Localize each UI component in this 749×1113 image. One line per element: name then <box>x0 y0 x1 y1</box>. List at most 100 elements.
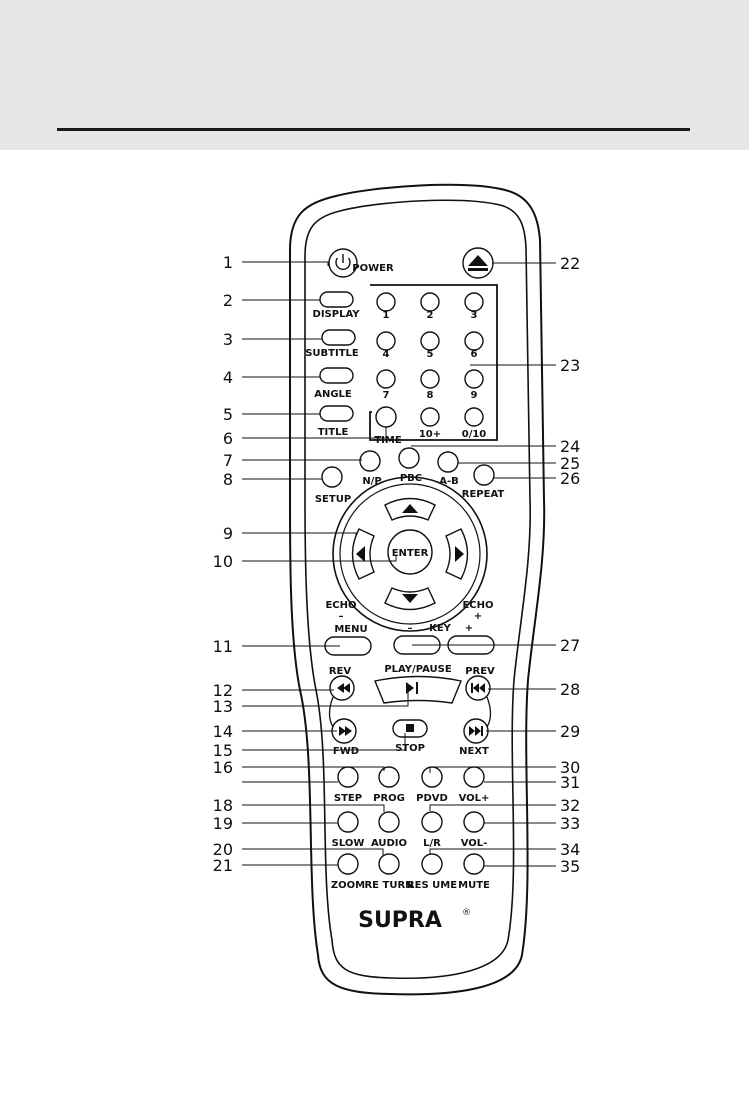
callout-34: 34 <box>560 840 580 859</box>
angle-button[interactable] <box>319 367 354 384</box>
next-icon-2 <box>475 726 481 736</box>
slow-label: SLOW <box>332 838 365 849</box>
stop-label: STOP <box>395 743 425 754</box>
callout-3: 3 <box>223 330 233 349</box>
numpad-button-11[interactable] <box>464 407 484 427</box>
return-label: RE TURN <box>364 880 413 891</box>
pbc-label: PBC <box>400 473 422 484</box>
rev-label: REV <box>329 666 352 677</box>
callout-line-34 <box>429 848 556 855</box>
ab-button[interactable] <box>437 451 459 473</box>
audio-label: AUDIO <box>371 838 407 849</box>
power-label: POWER <box>352 263 394 274</box>
callout-26: 26 <box>560 469 580 488</box>
rewind-icon-2 <box>343 683 350 693</box>
prog-button[interactable] <box>378 766 400 788</box>
numpad-button-2[interactable] <box>420 292 440 312</box>
callout-30: 30 <box>560 758 580 777</box>
numpad-label: 5 <box>427 349 434 360</box>
arrow-up-icon <box>402 504 418 513</box>
next-icon <box>469 726 475 736</box>
slow-button[interactable] <box>337 811 359 833</box>
numpad-label: 4 <box>383 349 390 360</box>
lr-label: L/R <box>423 838 441 849</box>
display-button[interactable] <box>319 291 354 308</box>
vol-plus-button[interactable] <box>463 766 485 788</box>
numpad-button-3[interactable] <box>464 292 484 312</box>
prev-icon <box>473 683 479 693</box>
step-button[interactable] <box>337 766 359 788</box>
callout-28: 28 <box>560 680 580 699</box>
enter-button[interactable] <box>387 529 433 575</box>
numpad-frame <box>369 284 498 441</box>
subtitle-button[interactable] <box>321 329 356 346</box>
next-label: NEXT <box>459 746 489 757</box>
np-button[interactable] <box>359 450 381 472</box>
callout-14: 14 <box>213 722 233 741</box>
resume-button[interactable] <box>421 853 443 875</box>
numpad-button-9[interactable] <box>464 369 484 389</box>
numpad-button-1[interactable] <box>376 292 396 312</box>
callout-8: 8 <box>223 470 233 489</box>
next-icon-bar <box>481 726 483 736</box>
repeat-label: REPEAT <box>462 489 505 500</box>
title-button[interactable] <box>319 405 354 422</box>
callout-line-16 <box>242 766 385 771</box>
prog-label: PROG <box>373 793 405 804</box>
setup-button[interactable] <box>321 466 343 488</box>
zoom-label: ZOOM <box>331 880 365 891</box>
zoom-button[interactable] <box>337 853 359 875</box>
callout-16: 16 <box>213 758 233 777</box>
fwd-label: FWD <box>333 746 359 757</box>
callout-line-13 <box>242 692 409 707</box>
callout-line-10 <box>242 556 397 562</box>
numpad-button-10[interactable] <box>420 407 440 427</box>
numpad-label: 0/10 <box>462 429 487 440</box>
callout-line-18 <box>242 804 385 812</box>
brand-logo: SUPRA <box>358 908 442 933</box>
numpad-label: 10+ <box>419 429 441 440</box>
numpad-button-7[interactable] <box>376 369 396 389</box>
callout-32: 32 <box>560 796 580 815</box>
display-label: DISPLAY <box>313 309 361 320</box>
callout-15: 15 <box>213 741 233 760</box>
menu-label: MENU <box>334 624 367 635</box>
audio-button[interactable] <box>378 811 400 833</box>
numpad-button-8[interactable] <box>420 369 440 389</box>
numpad-button-6[interactable] <box>464 331 484 351</box>
callout-27: 27 <box>560 636 580 655</box>
rewind-icon <box>337 683 344 693</box>
angle-label: ANGLE <box>314 389 352 400</box>
callout-6: 6 <box>223 429 233 448</box>
return-button[interactable] <box>378 853 400 875</box>
pdvd-button[interactable] <box>421 766 443 788</box>
key-plus-label: + <box>465 623 473 634</box>
numpad-button-5[interactable] <box>420 331 440 351</box>
pbc-button[interactable] <box>398 447 420 469</box>
callout-33: 33 <box>560 814 580 833</box>
lr-button[interactable] <box>421 811 443 833</box>
dpad-inner-ring <box>339 483 481 625</box>
callout-13: 13 <box>213 697 233 716</box>
arrow-left-icon <box>356 546 365 562</box>
step-label: STEP <box>334 793 362 804</box>
repeat-button[interactable] <box>473 464 495 486</box>
forward-icon <box>339 726 346 736</box>
callout-9: 9 <box>223 524 233 543</box>
ab-label: A-B <box>439 476 459 487</box>
vol-minus-button[interactable] <box>463 811 485 833</box>
play-pause-label: PLAY/PAUSE <box>384 664 452 675</box>
callout-19: 19 <box>213 814 233 833</box>
play-icon <box>406 682 414 694</box>
eject-icon <box>468 255 488 266</box>
setup-label: SETUP <box>315 494 351 505</box>
numpad-button-4[interactable] <box>376 331 396 351</box>
callout-5: 5 <box>223 405 233 424</box>
mute-button[interactable] <box>463 853 485 875</box>
time-button[interactable] <box>375 406 397 428</box>
arrow-right-icon <box>455 546 464 562</box>
vol-minus-label: VOL- <box>461 838 488 849</box>
power-icon <box>335 257 351 270</box>
numpad-label: 3 <box>471 310 478 321</box>
